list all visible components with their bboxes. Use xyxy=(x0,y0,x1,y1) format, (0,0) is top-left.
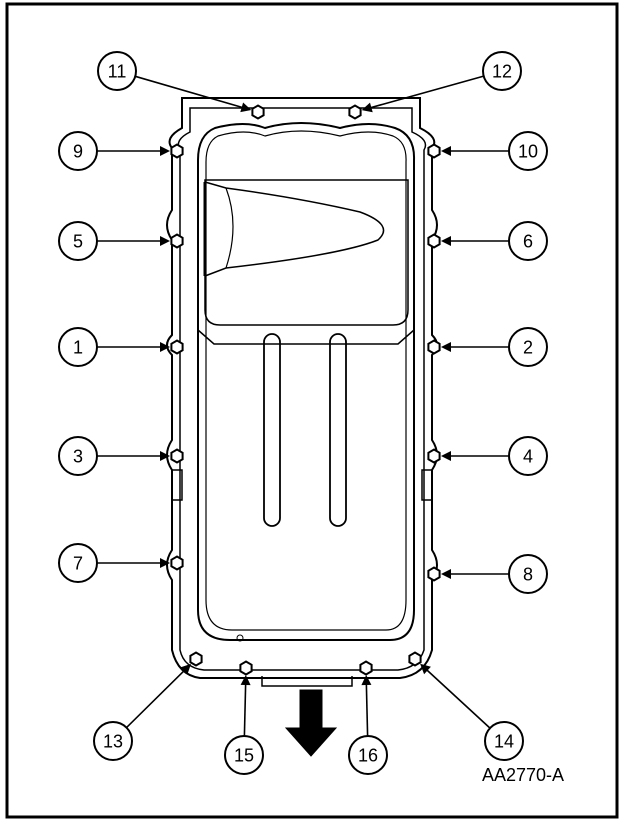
leader-line-14 xyxy=(421,664,491,729)
callout-bubble-1 xyxy=(58,327,98,367)
bolt-1 xyxy=(170,339,184,355)
bolt-6 xyxy=(427,233,441,249)
rib-right xyxy=(329,333,347,527)
drain-channel xyxy=(261,676,353,687)
callout-label-1: 1 xyxy=(73,338,83,358)
panel-lower-edge xyxy=(197,329,415,345)
callout-label-8: 8 xyxy=(523,565,533,585)
bolt-2 xyxy=(427,339,441,355)
callout-bubble-11 xyxy=(97,51,137,91)
bolt-11 xyxy=(251,104,265,120)
callout-label-6: 6 xyxy=(523,232,533,252)
bolt-5 xyxy=(170,233,184,249)
callout-label-16: 16 xyxy=(358,746,378,766)
callout-label-4: 4 xyxy=(523,447,533,467)
upper-panel xyxy=(204,179,409,326)
leader-arrow-6 xyxy=(441,236,451,246)
leader-line-13 xyxy=(125,664,191,729)
leader-arrow-11 xyxy=(240,102,252,113)
flange-step-right xyxy=(421,469,432,501)
leader-line-group xyxy=(97,75,509,737)
callout-bubble-14 xyxy=(484,721,524,761)
figure-border xyxy=(5,2,619,819)
callout-label-13: 13 xyxy=(103,732,123,752)
sump-outline-inner xyxy=(205,130,407,631)
leader-line-15 xyxy=(243,676,247,737)
callout-label-10: 10 xyxy=(518,142,538,162)
leader-arrow-10 xyxy=(441,146,451,156)
callout-label-15: 15 xyxy=(234,746,254,766)
callout-bubble-2 xyxy=(508,327,548,367)
leader-arrow-4 xyxy=(441,451,451,461)
callout-label-12: 12 xyxy=(492,62,512,82)
figure-id-label: AA2770-A xyxy=(482,765,564,785)
leader-arrow-13 xyxy=(180,663,191,675)
flange-step-left xyxy=(172,469,183,501)
callout-bubble-10 xyxy=(508,131,548,171)
callout-label-9: 9 xyxy=(73,142,83,162)
callout-bubble-3 xyxy=(58,436,98,476)
leader-arrow-8 xyxy=(441,569,451,579)
pan-flange-inner xyxy=(177,107,427,671)
callout-label-11: 11 xyxy=(108,62,127,82)
callout-bubble-12 xyxy=(482,51,522,91)
bolt-9 xyxy=(170,143,184,159)
leader-arrow-7 xyxy=(160,558,170,568)
callout-bubble-13 xyxy=(93,721,133,761)
leader-line-12 xyxy=(363,75,484,111)
callout-bubble-16 xyxy=(348,735,388,775)
oil-scoop-inner xyxy=(225,187,234,269)
bolt-4 xyxy=(427,448,441,464)
bolt-14 xyxy=(408,651,422,667)
leader-arrow-15 xyxy=(240,675,251,686)
callout-bubble-15 xyxy=(224,735,264,775)
callout-bubble-5 xyxy=(58,221,98,261)
leader-arrow-1 xyxy=(160,342,170,352)
bolt-10 xyxy=(427,143,441,159)
callout-bubble-9 xyxy=(58,131,98,171)
leader-arrow-2 xyxy=(441,342,451,352)
rib-left xyxy=(263,333,281,527)
callout-bubble-7 xyxy=(58,543,98,583)
leader-line-16 xyxy=(365,676,369,737)
leader-arrow-9 xyxy=(160,146,170,156)
leader-arrow-14 xyxy=(420,663,431,675)
callout-label-3: 3 xyxy=(73,447,83,467)
callout-label-2: 2 xyxy=(523,338,533,358)
leader-arrow-5 xyxy=(160,236,170,246)
leader-arrow-12 xyxy=(361,102,373,113)
callout-bubble-8 xyxy=(508,554,548,594)
leader-line-11 xyxy=(134,75,250,111)
bolt-7 xyxy=(170,555,184,571)
bolt-13 xyxy=(189,651,203,667)
callout-label-5: 5 xyxy=(73,232,83,252)
oil-scoop xyxy=(204,181,385,277)
callout-bubble-4 xyxy=(508,436,548,476)
leader-arrow-16 xyxy=(361,675,372,686)
bolt-16 xyxy=(359,660,373,676)
bolt-group xyxy=(170,104,441,676)
drain-mark xyxy=(236,634,244,642)
sump-outline xyxy=(197,122,416,641)
callout-bubble-6 xyxy=(508,221,548,261)
bolt-3 xyxy=(170,448,184,464)
bolt-8 xyxy=(427,566,441,582)
pan-flange-outline xyxy=(166,97,438,679)
leader-arrow-3 xyxy=(160,451,170,461)
callout-label-14: 14 xyxy=(494,732,514,752)
bolt-12 xyxy=(348,104,362,120)
callout-label-7: 7 xyxy=(73,554,83,574)
front-arrow-icon xyxy=(284,689,338,757)
bolt-15 xyxy=(239,660,253,676)
